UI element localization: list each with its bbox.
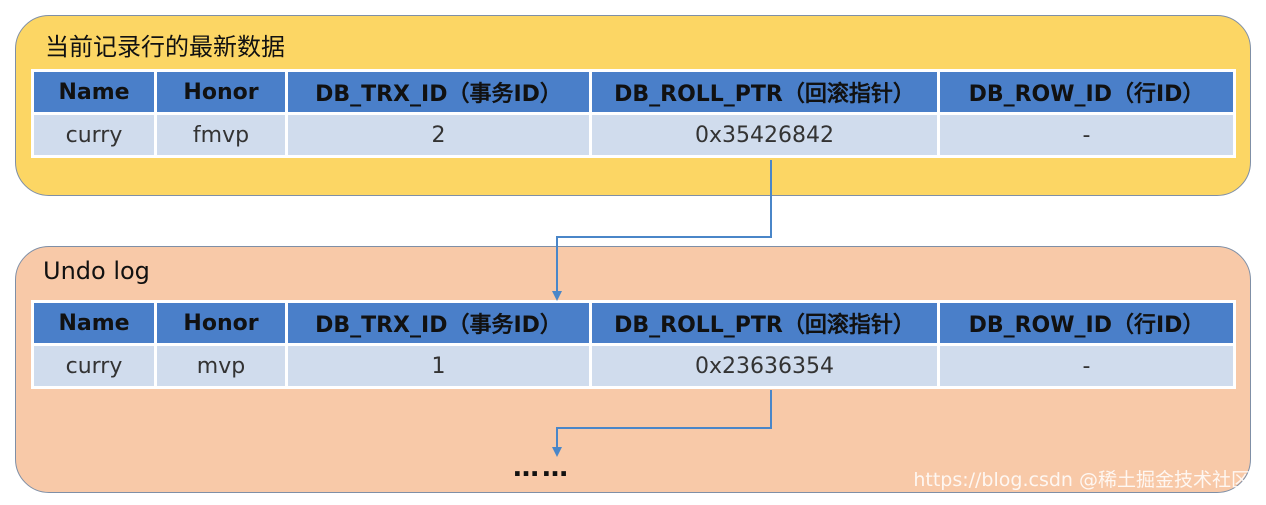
table-row: curry fmvp 2 0x35426842 - xyxy=(31,112,1236,158)
cell-roll-ptr: 0x35426842 xyxy=(589,112,940,158)
cell-trx-id: 1 xyxy=(285,343,592,389)
undo-log-title: Undo log xyxy=(43,257,150,285)
cell-roll-ptr: 0x23636354 xyxy=(589,343,940,389)
current-record-table: Name Honor DB_TRX_ID（事务ID） DB_ROLL_PTR（回… xyxy=(31,69,1236,158)
header-name: Name xyxy=(31,300,157,346)
cell-honor: fmvp xyxy=(154,112,288,158)
table-header-row: Name Honor DB_TRX_ID（事务ID） DB_ROLL_PTR（回… xyxy=(31,300,1236,346)
more-versions-ellipsis: …… xyxy=(513,453,571,483)
header-roll-ptr: DB_ROLL_PTR（回滚指针） xyxy=(589,69,940,115)
cell-row-id: - xyxy=(937,112,1236,158)
cell-trx-id: 2 xyxy=(285,112,592,158)
header-trx-id: DB_TRX_ID（事务ID） xyxy=(285,69,592,115)
cell-honor: mvp xyxy=(154,343,288,389)
table-header-row: Name Honor DB_TRX_ID（事务ID） DB_ROLL_PTR（回… xyxy=(31,69,1236,115)
header-name: Name xyxy=(31,69,157,115)
table-row: curry mvp 1 0x23636354 - xyxy=(31,343,1236,389)
header-trx-id: DB_TRX_ID（事务ID） xyxy=(285,300,592,346)
header-row-id: DB_ROW_ID（行ID） xyxy=(937,69,1236,115)
undo-log-table: Name Honor DB_TRX_ID（事务ID） DB_ROLL_PTR（回… xyxy=(31,300,1236,389)
header-row-id: DB_ROW_ID（行ID） xyxy=(937,300,1236,346)
header-honor: Honor xyxy=(154,69,288,115)
header-roll-ptr: DB_ROLL_PTR（回滚指针） xyxy=(589,300,940,346)
watermark: https://blog.csdn @稀土掘金技术社区 xyxy=(913,469,1250,491)
current-record-title: 当前记录行的最新数据 xyxy=(45,33,285,61)
cell-name: curry xyxy=(31,343,157,389)
cell-row-id: - xyxy=(937,343,1236,389)
header-honor: Honor xyxy=(154,300,288,346)
cell-name: curry xyxy=(31,112,157,158)
